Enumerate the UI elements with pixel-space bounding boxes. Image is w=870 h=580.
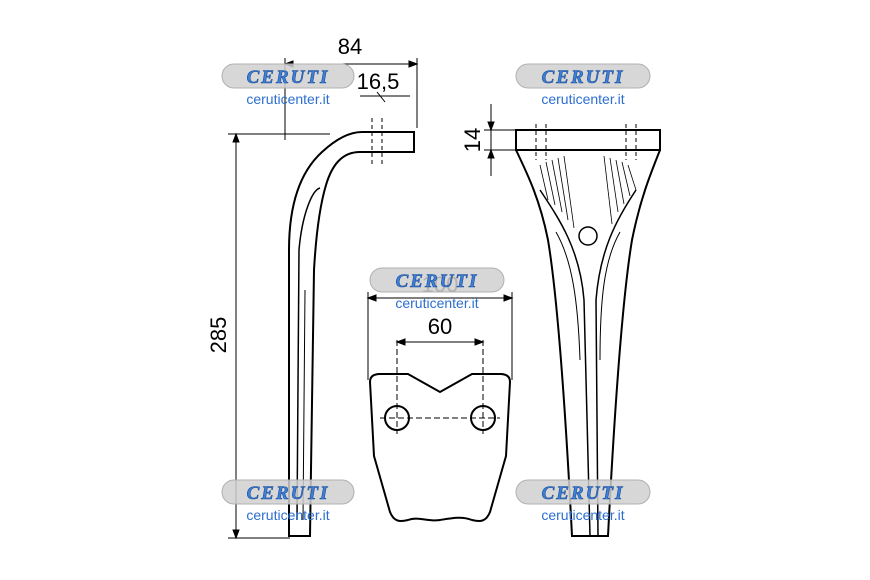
watermark-url: ceruticenter.it: [246, 507, 329, 523]
watermark-top-left: CERUTI ceruticenter.it: [221, 63, 355, 107]
watermark-url: ceruticenter.it: [541, 91, 624, 107]
watermark-bottom-right: CERUTI ceruticenter.it: [515, 479, 651, 523]
front-view-hatching: [539, 155, 637, 229]
dimension-hole-offset: [360, 91, 410, 103]
dimension-label-14: 14: [460, 128, 485, 152]
plate-centre-lines: [380, 340, 500, 434]
watermark-brand: CERUTI: [247, 483, 330, 504]
dimension-plate-width: [366, 292, 514, 380]
watermark-brand: CERUTI: [542, 67, 625, 88]
watermark-bottom-left: CERUTI ceruticenter.it: [221, 479, 355, 523]
watermark-brand: CERUTI: [542, 483, 625, 504]
dimension-total-height: [228, 132, 330, 540]
watermark-top-right: CERUTI ceruticenter.it: [515, 63, 651, 107]
watermark-url: ceruticenter.it: [541, 507, 624, 523]
watermark-brand: CERUTI: [396, 271, 479, 292]
watermark-url: ceruticenter.it: [246, 91, 329, 107]
watermark-center: CERUTI ceruticenter.it: [369, 267, 505, 311]
watermark-url: ceruticenter.it: [395, 295, 478, 311]
dimension-label-16-5: 16,5: [357, 69, 400, 94]
dimension-flange-height: [484, 104, 520, 176]
plate-view: [368, 373, 512, 522]
dimension-hole-spacing: [395, 338, 485, 346]
watermark-brand: CERUTI: [247, 67, 330, 88]
dimension-label-84: 84: [338, 34, 362, 59]
dimension-label-60: 60: [428, 314, 452, 339]
dimension-label-285: 285: [206, 317, 231, 354]
blade-side-view: [288, 118, 415, 537]
blade-front-view: [515, 124, 661, 537]
